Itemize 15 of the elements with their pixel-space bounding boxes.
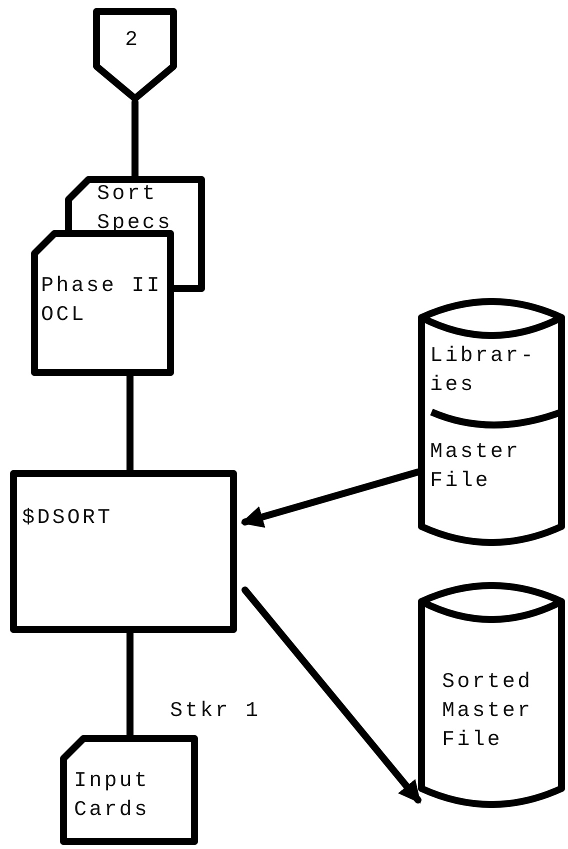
punched-card (31, 230, 174, 376)
node-label: Input Cards (74, 769, 151, 824)
node-label: Sort Specs (97, 182, 174, 237)
node-label: Sorted Master File (442, 670, 534, 754)
node-label: Phase II OCL (41, 274, 163, 329)
node-label: Librar- ies (430, 344, 537, 399)
disk-storage-cylinder (418, 296, 565, 548)
disk-storage-cylinder (418, 580, 565, 810)
process-box (10, 470, 237, 633)
arrow (242, 586, 422, 804)
punched-card (60, 735, 198, 845)
node-label: 2 (125, 28, 142, 54)
node-label: Master File (430, 440, 522, 495)
off-page-connector (93, 8, 177, 102)
node-label: $DSORT (22, 506, 114, 532)
